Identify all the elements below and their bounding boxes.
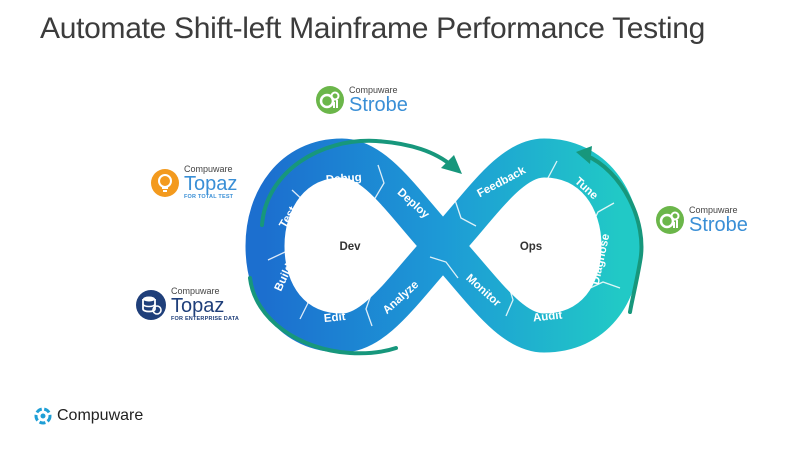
stage-audit: Audit [532, 309, 563, 324]
top-left-arc-arrow-icon [441, 155, 462, 174]
ops-label: Ops [520, 241, 542, 253]
divider-feedback-tune [547, 160, 558, 197]
strobe-top-brand: Compuware [349, 84, 398, 95]
database-icon [136, 289, 166, 320]
compuware-footer-name: Compuware [57, 407, 144, 424]
divider-tune-diagnose [589, 202, 615, 230]
divider-test-debug [291, 189, 307, 222]
strobe-top-product: Strobe [349, 93, 408, 116]
divider-edit-build [299, 286, 309, 320]
topaz-total-test-brand: Compuware [184, 164, 233, 174]
topaz-total-test-logo: Compuware Topaz FOR TOTAL TEST [150, 165, 237, 201]
strobe-logo-top: Compuware Strobe [315, 85, 408, 115]
topaz-enterprise-data-logo: Compuware Topaz FOR ENTERPRISE DATA [135, 287, 239, 323]
dev-label: Dev [339, 241, 361, 253]
divider-analyze-edit [365, 291, 373, 327]
lightbulb-icon [151, 168, 179, 197]
divider-deploy-feedback [454, 199, 477, 227]
infinity-loop [245, 138, 641, 353]
divider-debug-deploy [373, 164, 385, 201]
strobe-right-product: Strobe [689, 213, 748, 236]
compuware-footer-logo: Compuware [33, 406, 143, 426]
strobe-gear-icon [316, 86, 344, 114]
topaz-enterprise-data-subtitle: FOR ENTERPRISE DATA [171, 316, 240, 322]
strobe-gear-icon [656, 206, 684, 234]
divider-audit-monitor [505, 282, 514, 317]
bottom-left-arc [248, 276, 398, 356]
stage-debug: Debug [326, 172, 363, 186]
topaz-total-test-product: Topaz [184, 173, 238, 195]
strobe-right-brand: Compuware [689, 204, 738, 215]
topaz-enterprise-data-product: Topaz [171, 295, 225, 317]
right-arc-arrow-icon [576, 146, 592, 164]
divider-build-test [267, 251, 303, 263]
right-arc [583, 153, 644, 314]
top-left-arc [260, 138, 454, 227]
divider-monitor-analyze [429, 256, 459, 279]
topaz-enterprise-data-brand: Compuware [171, 286, 220, 296]
compuware-mark-icon [34, 407, 52, 425]
divider-diagnose-audit [585, 281, 621, 291]
slide-title: Automate Shift-left Mainframe Performanc… [40, 12, 706, 45]
stage-edit: Edit [323, 311, 346, 325]
topaz-total-test-subtitle: FOR TOTAL TEST [184, 194, 234, 200]
strobe-logo-right: Compuware Strobe [655, 205, 748, 235]
